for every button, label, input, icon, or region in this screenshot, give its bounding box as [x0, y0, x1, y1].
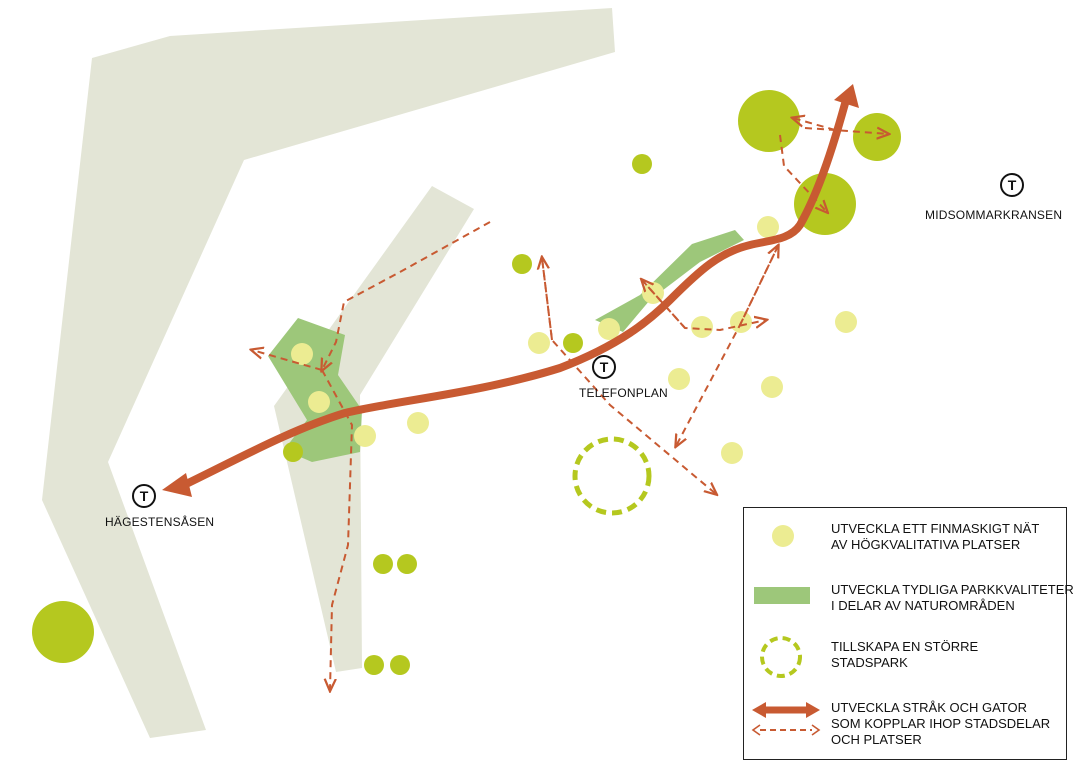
- station-label-midsommarkransen: MIDSOMMARKRANSEN: [925, 208, 1063, 222]
- green-dot: [373, 554, 393, 574]
- yellow-dot: [291, 343, 313, 365]
- legend-line: UTVECKLA STRÅK OCH GATOR: [831, 700, 1028, 715]
- yellow-dot: [308, 391, 330, 413]
- legend-text-parks: UTVECKLA TYDLIGA PARKKVALITETER I DELAR …: [831, 582, 1073, 614]
- station-label-hagestensasen: HÄGESTENSÅSEN: [105, 515, 215, 529]
- legend-line: I DELAR AV NATUROMRÅDEN: [831, 598, 1015, 613]
- route-arrowhead-east: [834, 84, 859, 108]
- station-symbol: T: [1008, 177, 1017, 193]
- legend-symbol-green-band: [754, 587, 810, 604]
- green-dot: [512, 254, 532, 274]
- legend-symbol-dashed-circle: [760, 636, 802, 678]
- green-dot-large: [738, 90, 800, 152]
- dashed-arrow: [739, 246, 778, 326]
- main-route: [176, 96, 850, 491]
- green-dot: [283, 442, 303, 462]
- legend-line: AV HÖGKVALITATIVA PLATSER: [831, 537, 1021, 552]
- dashed-arrow: [321, 369, 354, 690]
- yellow-dot: [691, 316, 713, 338]
- yellow-dot: [407, 412, 429, 434]
- city-park-circle: [572, 436, 652, 516]
- dashed-arrow: [641, 279, 766, 332]
- park-area-east: [595, 230, 744, 332]
- yellow-dot: [598, 318, 620, 340]
- legend-line: STADSPARK: [831, 655, 908, 670]
- green-dot-large: [853, 113, 901, 161]
- dashed-arrow: [322, 221, 491, 370]
- green-dot: [563, 333, 583, 353]
- legend-text-city-park: TILLSKAPA EN STÖRRE STADSPARK: [831, 639, 978, 671]
- yellow-dot: [757, 216, 779, 238]
- dashed-arrow: [542, 258, 553, 341]
- yellow-dot: [721, 442, 743, 464]
- legend-line: SOM KOPPLAR IHOP STADSDELAR: [831, 716, 1051, 731]
- station-icon-hagestensasen: T: [132, 484, 156, 508]
- yellow-dot: [835, 311, 857, 333]
- legend-line: UTVECKLA TYDLIGA PARKKVALITETER: [831, 582, 1073, 597]
- legend-symbol-arrows: [751, 702, 821, 736]
- yellow-dot: [354, 425, 376, 447]
- station-symbol: T: [600, 359, 609, 375]
- station-symbol: T: [140, 488, 149, 504]
- legend-line: UTVECKLA ETT FINMASKIGT NÄT: [831, 521, 1040, 536]
- yellow-dot: [761, 376, 783, 398]
- legend-text-streets: UTVECKLA STRÅK OCH GATOR SOM KOPPLAR IHO…: [831, 700, 1050, 748]
- route-arrowhead-west: [162, 473, 192, 497]
- green-dot: [632, 154, 652, 174]
- green-dot: [397, 554, 417, 574]
- dashed-arrow: [793, 118, 836, 131]
- station-label-telefonplan: TELEFONPLAN: [579, 386, 668, 400]
- station-icon-telefonplan: T: [592, 355, 616, 379]
- terrain-band-west: [42, 8, 615, 738]
- legend-line: TILLSKAPA EN STÖRRE: [831, 639, 979, 654]
- green-dot: [390, 655, 410, 675]
- green-dot: [364, 655, 384, 675]
- legend: UTVECKLA ETT FINMASKIGT NÄT AV HÖGKVALIT…: [743, 507, 1073, 760]
- legend-line: OCH PLATSER: [831, 732, 922, 747]
- legend-text-places: UTVECKLA ETT FINMASKIGT NÄT AV HÖGKVALIT…: [831, 521, 1039, 553]
- dashed-arrow: [642, 280, 686, 329]
- dashed-arrow: [252, 350, 323, 371]
- legend-symbol-yellow-dot: [772, 525, 794, 547]
- dashed-arrow: [541, 257, 716, 494]
- green-dot-large: [32, 601, 94, 663]
- terrain-band-central: [274, 186, 474, 672]
- yellow-dot: [528, 332, 550, 354]
- station-icon-midsommarkransen: T: [1000, 173, 1024, 197]
- yellow-dot: [668, 368, 690, 390]
